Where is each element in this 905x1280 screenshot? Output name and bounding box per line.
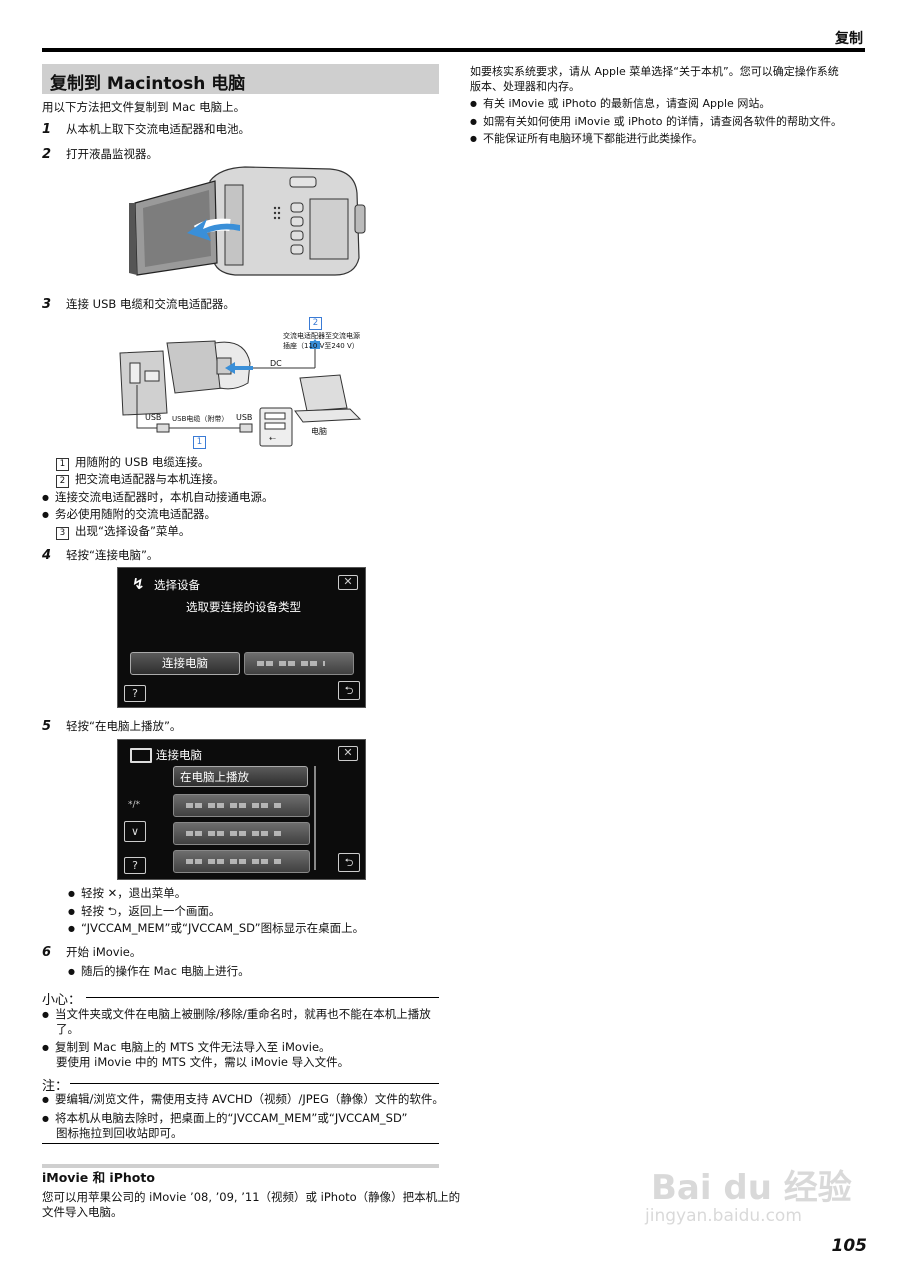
note-rule: [70, 1083, 439, 1084]
right-paragraph-1-cont: 版本、处理器和内存。: [470, 80, 580, 93]
scrollbar[interactable]: [314, 766, 316, 870]
select-device-icon: ↯: [132, 575, 145, 593]
dc-label: DC: [270, 359, 282, 368]
step3-bullet-1: 连接交流电适配器时，本机自动接通电源。: [42, 489, 274, 506]
ac-adapter-text-2: 插座（110 V至240 V）: [283, 342, 359, 350]
usb-right-label: USB: [236, 413, 253, 422]
help-icon[interactable]: ?: [124, 857, 146, 874]
page-header-title: 复制: [835, 31, 863, 47]
connect-pc-screen: 连接电脑 ✕ 在电脑上播放 */* ∨ ? ⮌: [117, 739, 366, 880]
back-icon[interactable]: ⮌: [338, 681, 360, 700]
menu-item[interactable]: [173, 794, 310, 817]
button-label: 连接电脑: [162, 656, 208, 670]
step-number: 1: [42, 122, 52, 137]
callout-2: 2: [309, 317, 322, 330]
header-rule: [42, 48, 865, 52]
step-number: 4: [42, 548, 52, 563]
button-label: 在电脑上播放: [180, 770, 249, 784]
step-text: 开始 iMovie。: [66, 945, 142, 959]
note-text: 出现“选择设备”菜单。: [75, 524, 191, 538]
caution-bullet-2-cont: 要使用 iMovie 中的 MTS 文件，需以 iMovie 导入文件。: [56, 1055, 350, 1069]
step5-bullet-1: 轻按 ✕，退出菜单。: [68, 885, 186, 902]
page-indicator: */*: [128, 800, 141, 810]
step3-note-3: 3 出现“选择设备”菜单。: [56, 523, 190, 540]
intro-text: 用以下方法把文件复制到 Mac 电脑上。: [42, 100, 246, 114]
note-number: 3: [56, 527, 69, 540]
step6-bullet-1: 随后的操作在 Mac 电脑上进行。: [68, 963, 250, 980]
watermark-url: jingyan.baidu.com: [645, 1206, 802, 1226]
section-title-bar: 复制到 Macintosh 电脑: [42, 64, 439, 94]
usb-left-label: USB: [145, 413, 162, 422]
page-number: 105: [831, 1236, 868, 1256]
menu-item[interactable]: [173, 822, 310, 845]
imovie-text-2: 文件导入电脑。: [42, 1205, 123, 1219]
step-1: 1 从本机上取下交流电适配器和电池。: [42, 121, 250, 138]
ac-adapter-text-1: 交流电适配器至交流电源: [283, 332, 360, 340]
screen-title: 选择设备: [154, 578, 200, 592]
step-number: 6: [42, 945, 52, 960]
step-number: 3: [42, 297, 52, 312]
note-text: 用随附的 USB 电缆连接。: [75, 455, 210, 469]
step3-note-1: 1 用随附的 USB 电缆连接。: [56, 454, 209, 471]
section-title: 复制到 Macintosh 电脑: [50, 74, 246, 94]
note-number: 2: [56, 475, 69, 488]
screen-title: 连接电脑: [156, 748, 202, 762]
caution-rule: [86, 997, 439, 998]
screen-subtitle: 选取要连接的设备类型: [186, 600, 301, 614]
step-2: 2 打开液晶监视器。: [42, 146, 158, 163]
computer-label: 电脑: [311, 427, 327, 436]
step-4: 4 轻按“连接电脑”。: [42, 547, 158, 564]
scroll-down-icon[interactable]: ∨: [124, 821, 146, 842]
note-number: 1: [56, 458, 69, 471]
camcorder-lcd-open-illustration: [129, 166, 366, 276]
step5-bullet-2: 轻按 ⮌，返回上一个画面。: [68, 903, 220, 920]
help-icon[interactable]: ?: [124, 685, 146, 702]
usb-ac-connection-diagram: ⇠ 2 交流电适配器至交流电源 插座（110 V至240 V） DC USB U…: [115, 313, 370, 451]
subsection-rule: [42, 1164, 439, 1168]
baidu-watermark: Bai du 经验 jingyan.baidu.com: [645, 1150, 855, 1230]
callout-1: 1: [193, 436, 206, 449]
caution-bullet-1: 当文件夹或文件在电脑上被删除/移除/重命名时，就再也不能在本机上播放: [42, 1006, 431, 1023]
caution-bullet-1-cont: 了。: [56, 1022, 79, 1036]
step-number: 2: [42, 147, 52, 162]
step-3: 3 连接 USB 电缆和交流电适配器。: [42, 296, 235, 313]
note-bullet-2-cont: 图标拖拉到回收站即可。: [56, 1126, 183, 1140]
computer-icon: [130, 748, 152, 763]
step3-note-2: 2 把交流电适配器与本机连接。: [56, 471, 225, 488]
usb-cable-label: USB电缆（附带）: [172, 415, 229, 423]
right-bullet-3: 不能保证所有电脑环境下都能进行此类操作。: [470, 131, 703, 147]
step-text: 从本机上取下交流电适配器和电池。: [66, 122, 250, 136]
subsection-title: iMovie 和 iPhoto: [42, 1170, 155, 1185]
watermark-logo: Bai du 经验: [651, 1168, 852, 1208]
right-paragraph-1: 如要核实系统要求，请从 Apple 菜单选择“关于本机”。您可以确定操作系统: [470, 65, 839, 78]
imovie-text-1: 您可以用苹果公司的 iMovie ’08, ’09, ’11（视频）或 iPho…: [42, 1190, 461, 1204]
connect-pc-button[interactable]: 连接电脑: [130, 652, 240, 675]
step-6: 6 开始 iMovie。: [42, 944, 141, 961]
note-bullet-1: 要编辑/浏览文件，需使用支持 AVCHD（视频）/JPEG（静像）文件的软件。: [42, 1091, 444, 1108]
step-5: 5 轻按“在电脑上播放”。: [42, 718, 181, 735]
note-text: 把交流电适配器与本机连接。: [75, 472, 225, 486]
select-device-screen: ↯ 选择设备 ✕ 选取要连接的设备类型 连接电脑 ? ⮌: [117, 567, 366, 708]
step-text: 连接 USB 电缆和交流电适配器。: [66, 297, 235, 311]
caution-label: 小心：: [42, 993, 82, 1008]
menu-item[interactable]: [173, 850, 310, 873]
note-end-rule: [42, 1143, 439, 1144]
step-text: 轻按“连接电脑”。: [66, 548, 159, 562]
connection-diagram-graphic: ⇠: [119, 339, 362, 447]
right-bullet-2: 如需有关如何使用 iMovie 或 iPhoto 的详情，请查阅各软件的帮助文件…: [470, 114, 842, 130]
svg-text:⇠: ⇠: [269, 434, 276, 443]
caution-bullet-2: 复制到 Mac 电脑上的 MTS 文件无法导入至 iMovie。: [42, 1039, 331, 1056]
close-icon[interactable]: ✕: [338, 575, 358, 590]
right-bullet-1: 有关 iMovie 或 iPhoto 的最新信息，请查阅 Apple 网站。: [470, 96, 770, 112]
step-number: 5: [42, 719, 52, 734]
step-text: 轻按“在电脑上播放”。: [66, 719, 182, 733]
step3-bullet-2: 务必使用随附的交流电适配器。: [42, 506, 216, 523]
back-icon[interactable]: ⮌: [338, 853, 360, 872]
step-text: 打开液晶监视器。: [66, 147, 158, 161]
step5-bullet-3: “JVCCAM_MEM”或“JVCCAM_SD”图标显示在桌面上。: [68, 920, 364, 937]
other-device-button[interactable]: [244, 652, 354, 675]
note-bullet-2: 将本机从电脑去除时，把桌面上的“JVCCAM_MEM”或“JVCCAM_SD”: [42, 1110, 408, 1127]
close-icon[interactable]: ✕: [338, 746, 358, 761]
play-on-pc-button[interactable]: 在电脑上播放: [173, 766, 308, 787]
